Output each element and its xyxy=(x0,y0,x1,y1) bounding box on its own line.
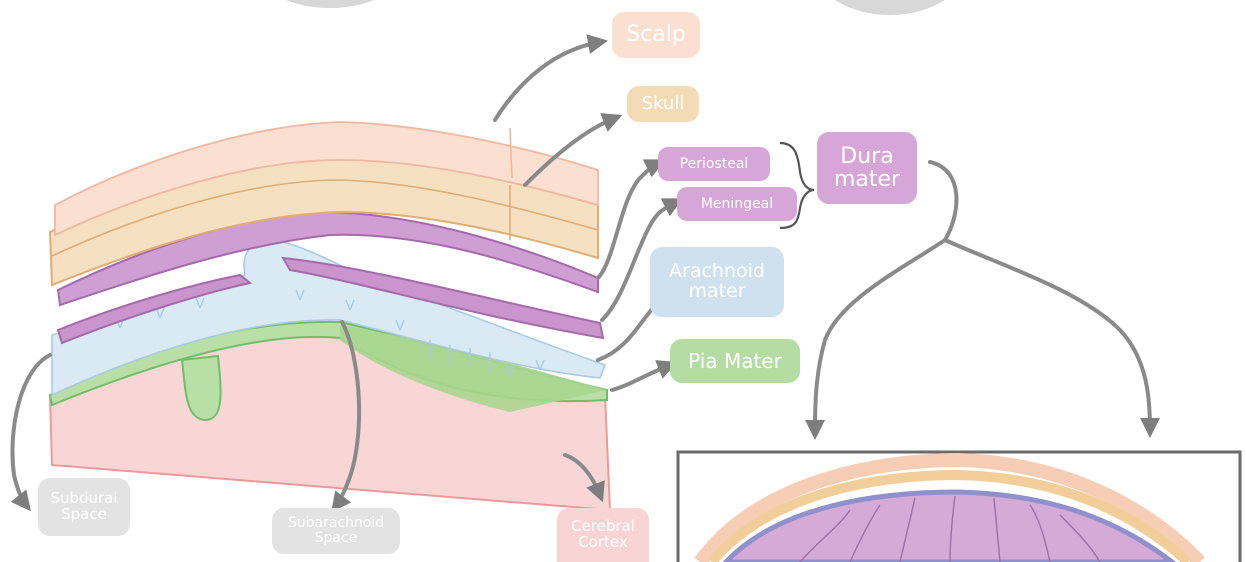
label-subdural-space: Subdural Space xyxy=(38,478,130,536)
label-scalp: Scalp xyxy=(612,12,700,58)
top-gray-blob-right xyxy=(810,0,970,15)
label-cerebral-cortex: Cerebral Cortex xyxy=(557,508,649,562)
label-subarachnoid-space: Subarachnoid Space xyxy=(272,508,400,554)
label-skull: Skull xyxy=(627,86,699,122)
label-pia-mater: Pia Mater xyxy=(670,339,800,383)
top-gray-blob-left xyxy=(250,0,410,8)
label-meningeal: Meningeal xyxy=(677,187,797,221)
label-periosteal: Periosteal xyxy=(658,147,770,181)
label-arachnoid-mater: Arachnoid mater xyxy=(650,247,784,317)
label-dura-mater: Dura mater xyxy=(817,132,917,204)
